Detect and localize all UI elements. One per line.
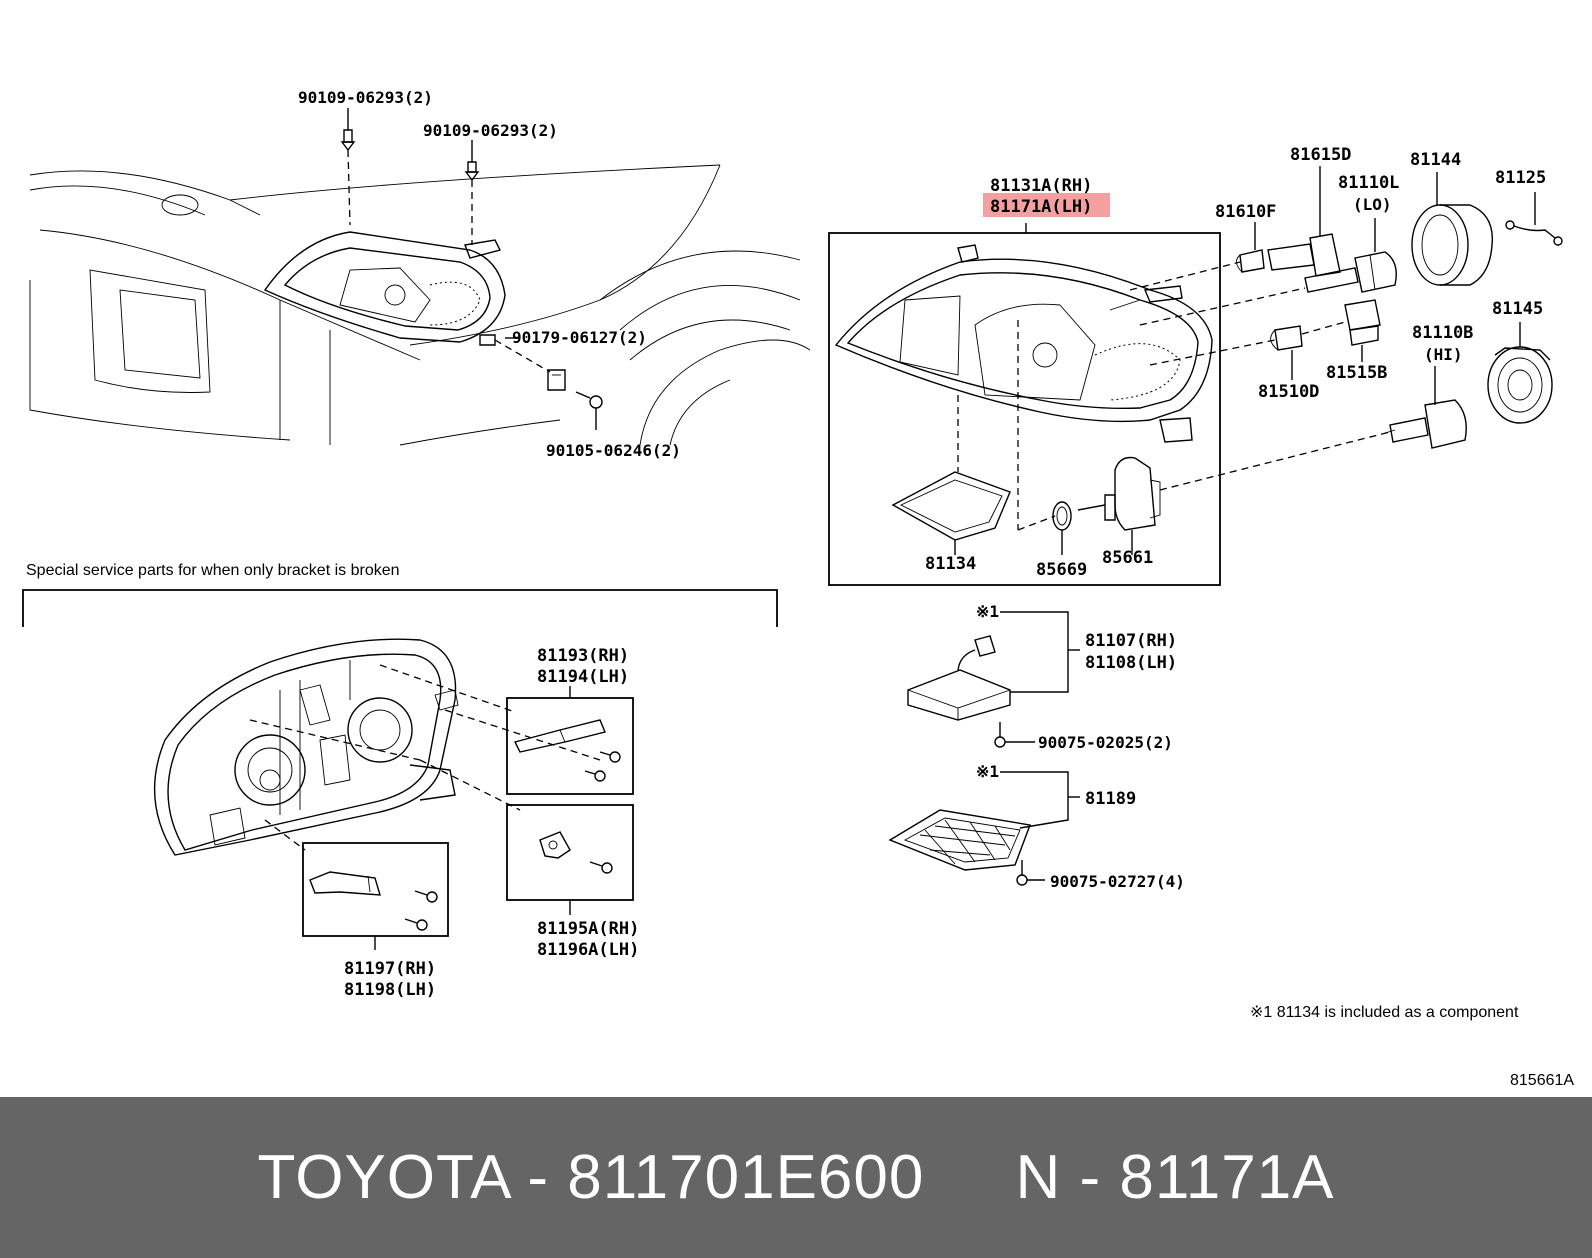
clip-icon bbox=[547, 369, 566, 391]
label-81107: 81107(RH) bbox=[1085, 631, 1177, 651]
dust-cover-icon bbox=[1487, 346, 1553, 424]
screw-icon bbox=[584, 770, 606, 782]
label-81510d: 81510D bbox=[1258, 382, 1319, 402]
bolt-icon bbox=[464, 161, 480, 245]
label-screw-90075-02025: 90075-02025(2) bbox=[1038, 733, 1173, 752]
bracket-box-81195 bbox=[506, 804, 634, 901]
footer-bar: TOYOTA - 811701E600 N - 81171A bbox=[0, 1097, 1592, 1258]
ballast-icon bbox=[907, 635, 1011, 721]
highlight-box bbox=[983, 193, 1110, 217]
bracket-icon bbox=[309, 871, 381, 896]
bulb-icon bbox=[1236, 249, 1265, 273]
label-81110b: 81110B bbox=[1412, 323, 1473, 343]
socket-icon bbox=[1267, 233, 1341, 277]
car-front-illustration bbox=[29, 164, 811, 446]
screw-icon bbox=[404, 918, 428, 931]
leveling-actuator-icon bbox=[1077, 456, 1161, 531]
label-81145: 81145 bbox=[1492, 299, 1543, 319]
label-ref-mark-1: ※1 bbox=[976, 602, 999, 621]
ballast-cover-icon bbox=[888, 809, 1031, 871]
label-81194: 81194(LH) bbox=[537, 667, 629, 687]
label-81108: 81108(LH) bbox=[1085, 653, 1177, 673]
label-81615d: 81615D bbox=[1290, 145, 1351, 165]
dust-cover-icon bbox=[1411, 204, 1494, 286]
screw-icon bbox=[575, 391, 603, 409]
socket-icon bbox=[1344, 299, 1381, 346]
bolt-icon bbox=[340, 129, 356, 226]
bulb-icon bbox=[1270, 325, 1303, 351]
label-81125: 81125 bbox=[1495, 168, 1546, 188]
special-parts-bracket-line bbox=[22, 589, 778, 627]
gasket-icon bbox=[891, 471, 1011, 541]
wire-icon bbox=[1505, 220, 1563, 246]
bracket-icon bbox=[513, 719, 606, 753]
bracket-icon bbox=[539, 831, 571, 859]
label-hi: (HI) bbox=[1424, 345, 1463, 364]
label-screw-90105: 90105-06246(2) bbox=[546, 441, 681, 460]
label-81198: 81198(LH) bbox=[344, 980, 436, 1000]
footer-part-number: TOYOTA - 811701E600 N - 81171A bbox=[257, 1143, 1335, 1212]
headlamp-on-car bbox=[263, 231, 506, 346]
label-unit-rh: 81131A(RH) bbox=[990, 176, 1092, 196]
label-85669: 85669 bbox=[1036, 560, 1087, 580]
label-bolt-90109-b: 90109-06293(2) bbox=[423, 121, 558, 140]
screw-icon bbox=[589, 861, 613, 874]
label-81193: 81193(RH) bbox=[537, 646, 629, 666]
figure-code: 815661A bbox=[1510, 1072, 1574, 1089]
label-clip-90179: 90179-06127(2) bbox=[512, 328, 647, 347]
label-81189: 81189 bbox=[1085, 789, 1136, 809]
label-81515b: 81515B bbox=[1326, 363, 1387, 383]
screw-icon bbox=[414, 890, 438, 903]
label-screw-90075-02727: 90075-02727(4) bbox=[1050, 872, 1185, 891]
label-81196a: 81196A(LH) bbox=[537, 940, 639, 960]
headlamp-rear-view bbox=[153, 638, 459, 856]
bracket-box-81193 bbox=[506, 697, 634, 795]
parts-diagram: 90109-06293(2) 90109-06293(2) 90179-0612… bbox=[22, 88, 1575, 1089]
label-81144: 81144 bbox=[1410, 150, 1461, 170]
label-lo: (LO) bbox=[1353, 195, 1392, 214]
label-85661: 85661 bbox=[1102, 548, 1153, 568]
assembly-box bbox=[828, 232, 1221, 586]
headlamp-assembly bbox=[834, 244, 1213, 443]
label-81610f: 81610F bbox=[1215, 202, 1276, 222]
screw-icon bbox=[1016, 860, 1028, 886]
label-81195a: 81195A(RH) bbox=[537, 919, 639, 939]
label-unit-lh-highlighted: 81171A(LH) bbox=[990, 197, 1092, 217]
bulb-icon bbox=[1304, 251, 1397, 293]
label-81197: 81197(RH) bbox=[344, 959, 436, 979]
bulb-icon bbox=[1384, 399, 1467, 449]
screw-icon bbox=[994, 722, 1006, 748]
label-81134: 81134 bbox=[925, 554, 976, 574]
o-ring-icon bbox=[1052, 501, 1072, 531]
label-bolt-90109-a: 90109-06293(2) bbox=[298, 88, 433, 107]
footnote: ※1 81134 is included as a component bbox=[1250, 1004, 1519, 1021]
special-service-note: Special service parts for when only brac… bbox=[26, 562, 400, 579]
screw-icon bbox=[599, 751, 621, 763]
label-81110l: 81110L bbox=[1338, 173, 1399, 193]
label-ref-mark-2: ※1 bbox=[976, 762, 999, 781]
